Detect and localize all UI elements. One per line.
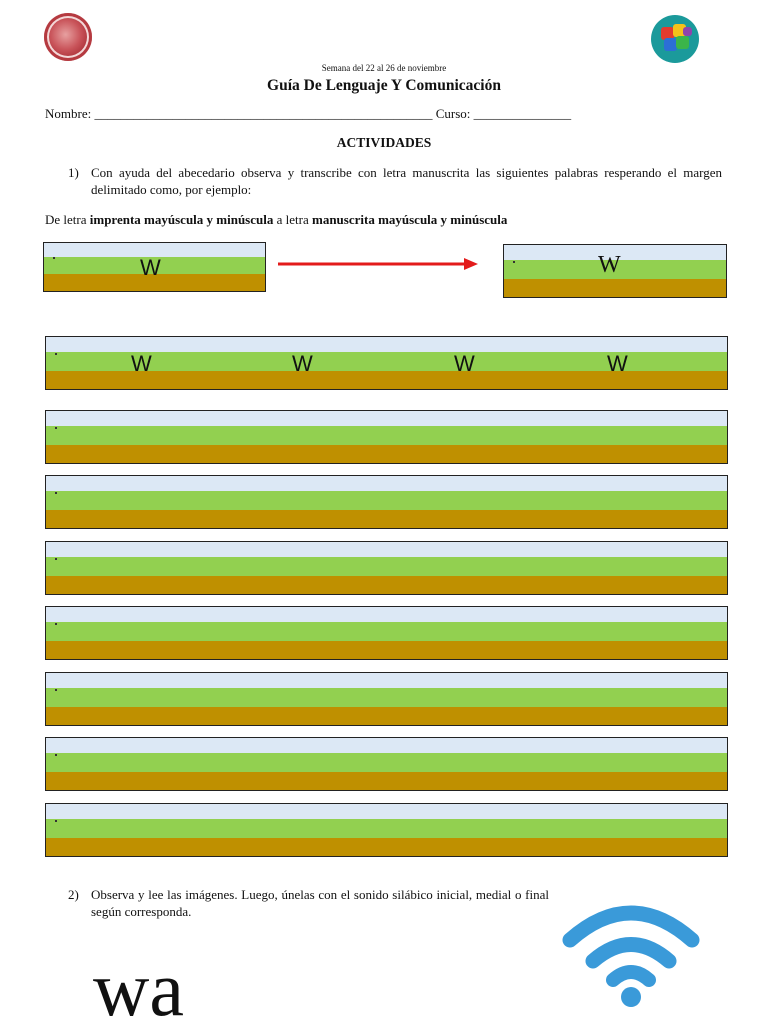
practice-band-5 xyxy=(45,606,728,660)
page-title: Guía De Lenguaje Y Comunicación xyxy=(267,77,501,94)
instruction-item-2: 2) Observa y lee las imágenes. Luego, ún… xyxy=(68,886,550,922)
item-text: Observa y lee las imágenes. Luego, únela… xyxy=(91,887,549,919)
wifi-icon xyxy=(562,905,700,1007)
school-logo-left xyxy=(44,13,92,61)
item-number: 2) xyxy=(68,887,79,902)
syllable-card: wa xyxy=(93,945,184,1032)
week-label: Semana del 22 al 26 de noviembre xyxy=(321,63,447,73)
instruction-item-1: 1) Con ayuda del abecedario observa y tr… xyxy=(68,164,723,200)
arrow-icon xyxy=(278,258,478,270)
item-number: 1) xyxy=(68,165,79,180)
activities-heading: ACTIVIDADES xyxy=(336,135,432,150)
practice-band-8 xyxy=(45,803,728,857)
practice-letter: W xyxy=(454,351,475,376)
practice-band-1: W W W W xyxy=(45,336,728,390)
practice-band-7 xyxy=(45,737,728,791)
item-text: Con ayuda del abecedario observa y trans… xyxy=(91,165,722,197)
practice-band-4 xyxy=(45,541,728,595)
school-logo-right xyxy=(651,15,699,63)
practice-band-2 xyxy=(45,410,728,464)
practice-letter: W xyxy=(131,351,152,376)
practice-letter: W xyxy=(292,351,313,376)
example-print-band: W xyxy=(43,242,266,292)
example-print-letter: W xyxy=(140,255,161,280)
example-manuscript-band: W xyxy=(503,244,727,298)
practice-band-3 xyxy=(45,475,728,529)
conversion-instruction: De letra imprenta mayúscula y minúscula … xyxy=(45,212,508,227)
name-course-line: Nombre: ________________________________… xyxy=(45,106,572,121)
example-manuscript-letter: W xyxy=(598,252,621,278)
practice-band-6 xyxy=(45,672,728,726)
practice-letter: W xyxy=(607,351,628,376)
